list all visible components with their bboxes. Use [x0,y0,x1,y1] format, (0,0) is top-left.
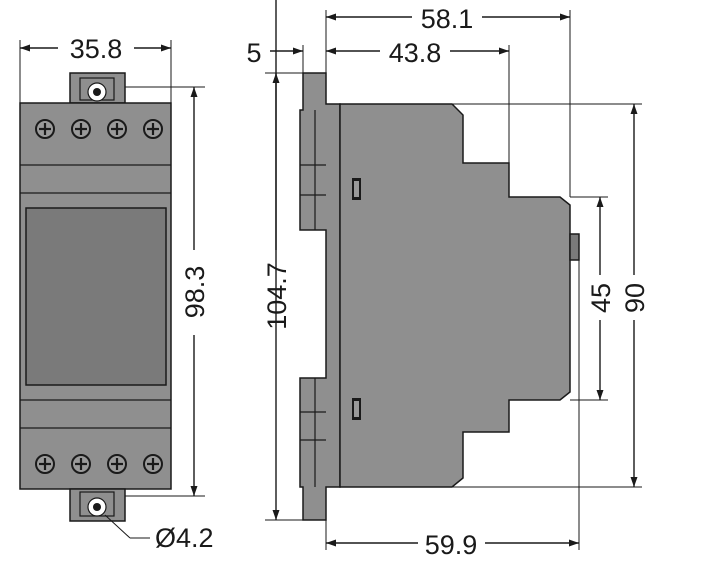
rail-offset-dimension: 5 [246,38,304,73]
bottom-depth-dimension: 59.9 [325,260,580,560]
hole-diameter-label: Ø4.2 [155,523,214,553]
bottom-depth-label: 59.9 [425,530,478,560]
terminal-screw-icon [107,454,127,474]
front-display-window [25,207,167,386]
terminal-screw-icon [143,454,163,474]
overall-height-label: 104.7 [262,262,292,330]
step-height-dimension: 45 [570,196,616,401]
din-rail-clip [299,72,341,521]
terminal-screw-icon [35,454,55,474]
bottom-din-clip [69,488,126,522]
top-terminals [35,119,163,139]
front-view: 35.8 98.3 Ø4.2 [19,34,214,553]
side-housing [339,103,571,488]
front-height-dimension: 98.3 [125,86,210,497]
overall-height-dimension: 104.7 [262,0,303,521]
terminal-screw-icon [71,119,91,139]
body-height-dimension: 90 [452,103,650,488]
terminal-screw-icon [35,119,55,139]
body-height-label: 90 [620,283,650,313]
overall-depth-label: 58.1 [421,4,474,34]
side-view: 58.1 43.8 5 104.7 59. [246,0,650,560]
front-depth-label: 43.8 [389,38,442,68]
terminal-screw-icon [71,454,91,474]
hole-diameter-callout: Ø4.2 [104,514,214,553]
overall-depth-dimension: 58.1 [325,4,571,197]
rail-offset-label: 5 [246,38,261,68]
top-din-clip [69,72,126,104]
step-height-label: 45 [586,283,616,313]
terminal-screw-icon [107,119,127,139]
bottom-terminals [35,454,163,474]
front-depth-dimension: 43.8 [326,38,510,163]
front-height-label: 98.3 [180,266,210,319]
front-width-dimension: 35.8 [19,34,172,103]
front-knob [569,233,580,261]
terminal-screw-icon [143,119,163,139]
front-width-label: 35.8 [70,34,123,64]
